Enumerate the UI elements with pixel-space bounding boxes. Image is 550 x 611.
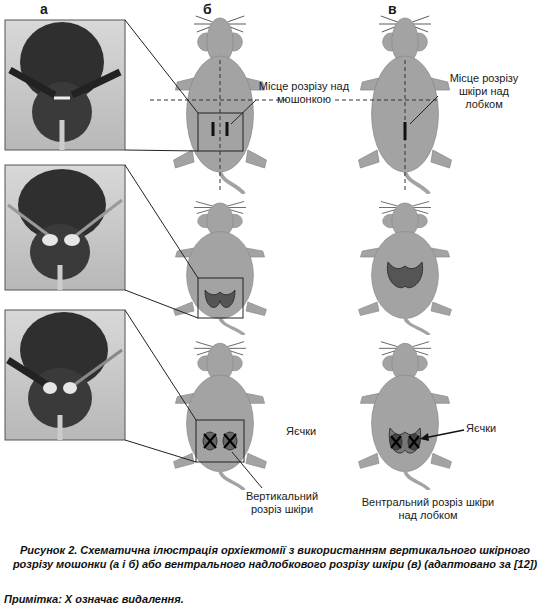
zoom-box [125, 20, 244, 462]
photo [5, 310, 125, 440]
callout-label: Вертикальний розріз шкіри [240, 490, 324, 516]
panel-letter: б [203, 1, 223, 18]
mouse-silhouette [359, 342, 452, 490]
photo [5, 165, 125, 290]
callout-label: Вентральний розріз шкіри над лобком [358, 496, 498, 522]
pointer-arrow [420, 430, 464, 441]
incision-mark [213, 122, 405, 140]
part-label: Яєчки [466, 422, 526, 435]
mouse-silhouette [359, 202, 452, 336]
mouse-silhouette [174, 202, 267, 336]
callout-label: Місце розрізу над мошонкою [258, 80, 350, 106]
photo [5, 20, 125, 150]
leader-line [231, 96, 438, 488]
guide-lines [150, 60, 440, 190]
panel-letter: в [388, 1, 408, 18]
panel-letter: а [40, 1, 60, 18]
callout-label: Місце розрізу шкіри над лобком [440, 72, 528, 112]
part-label: Яєчки [286, 425, 346, 438]
testes [205, 262, 423, 307]
figure-caption: Рисунок 2. Схематична ілюстрація орхіект… [12, 543, 538, 572]
mouse-silhouette [174, 342, 267, 490]
mouse-silhouette [359, 16, 452, 194]
mouse-silhouette [174, 16, 267, 194]
note-text: Примітка: X означає видалення. [4, 593, 404, 606]
